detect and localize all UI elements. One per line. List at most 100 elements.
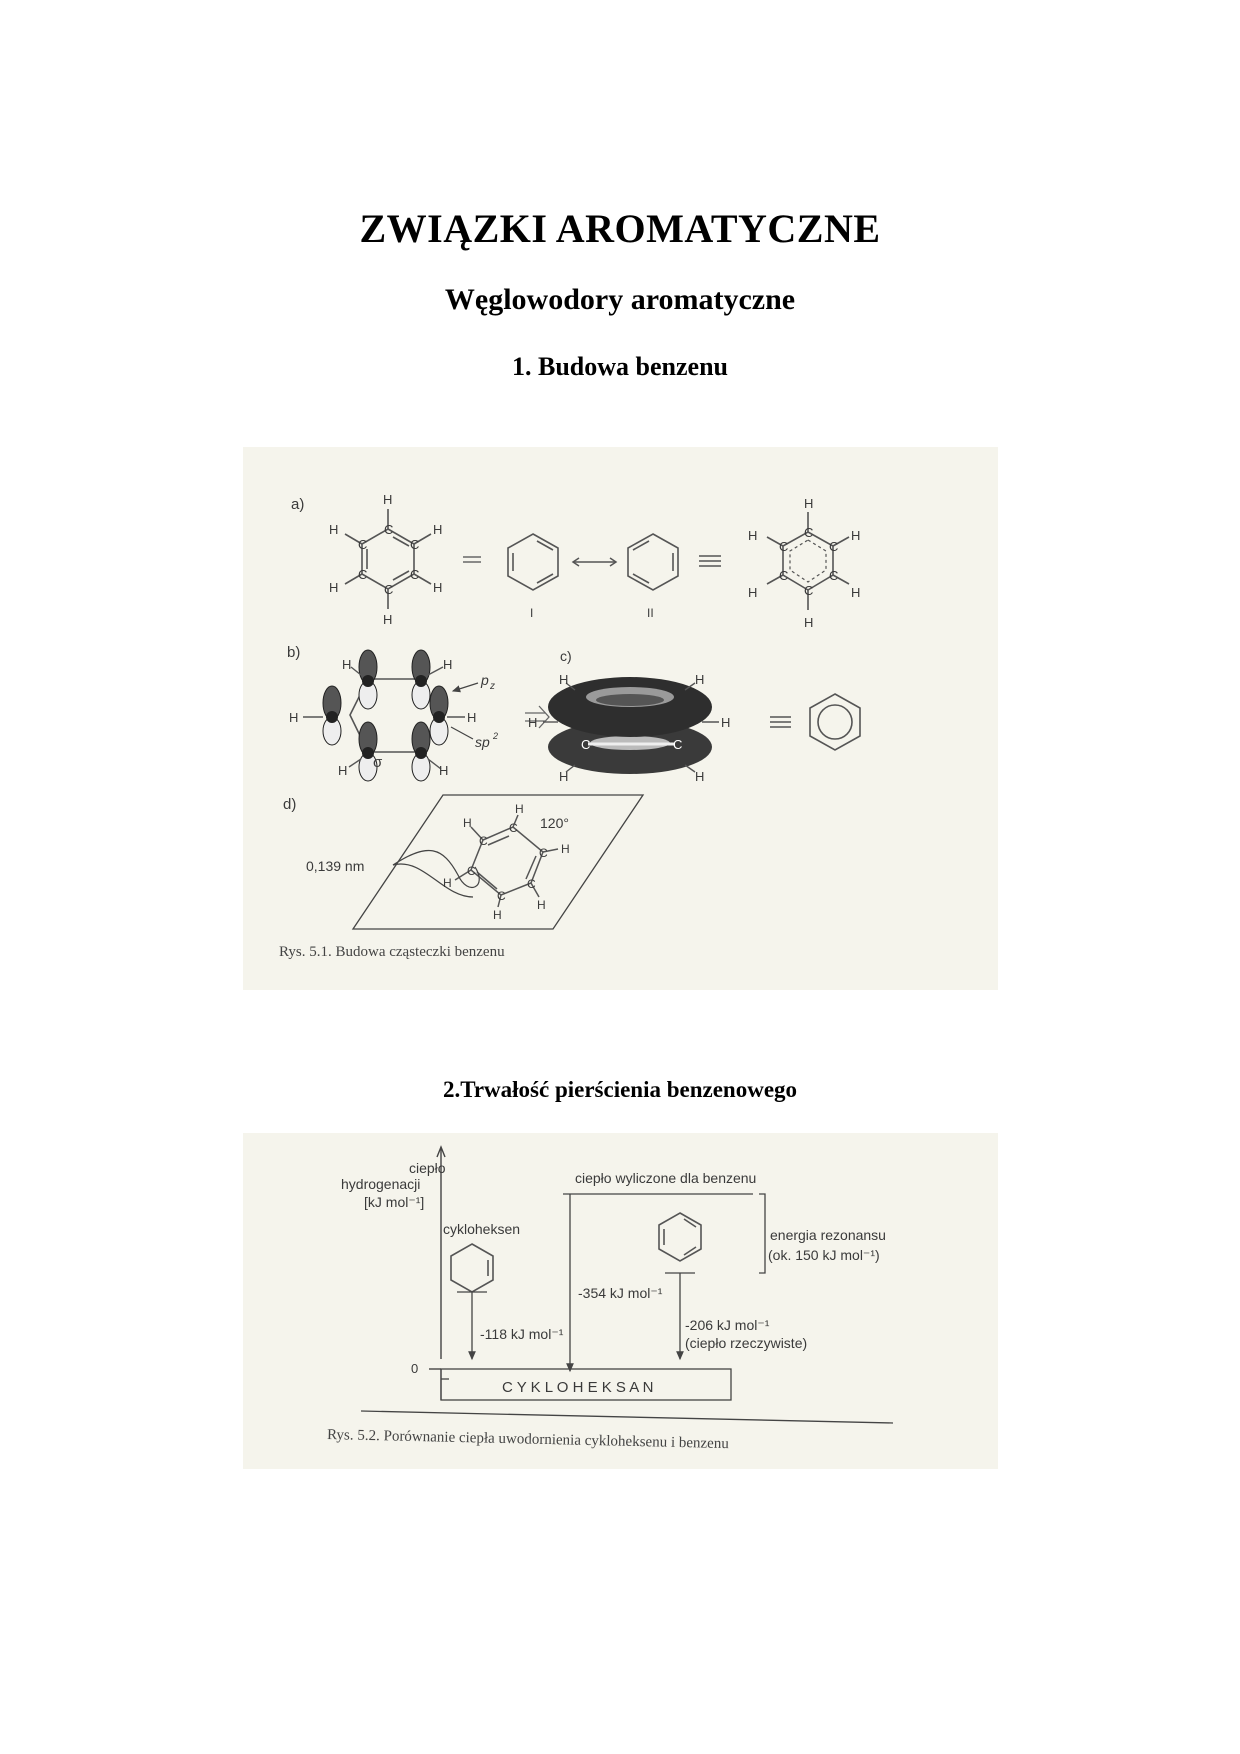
kekule-structure-i — [507, 533, 559, 591]
sp2-orbital-superscript: 2 — [492, 731, 498, 741]
y-axis-label-line1: ciepło — [409, 1160, 446, 1176]
atom-h: H — [433, 580, 442, 595]
page-subtitle: Węglowodory aromatyczne — [444, 283, 796, 316]
calculated-heat-label: ciepło wyliczone dla benzenu — [575, 1170, 756, 1186]
atom-c: C — [410, 567, 419, 582]
calculated-benzene-value: -354 kJ mol⁻¹ — [578, 1285, 663, 1301]
atom-c: C — [539, 846, 548, 860]
atom-h: H — [748, 528, 757, 543]
atom-h: H — [493, 908, 502, 922]
atom-h: H — [443, 876, 452, 890]
panel-b-label: b) — [287, 644, 300, 661]
pi-electron-cloud: H H H H H H C C — [528, 672, 730, 784]
identical-sign — [699, 555, 721, 567]
cyclohexene-structure — [450, 1243, 494, 1293]
equals-sign — [463, 556, 481, 563]
section-heading-1: 1. Budowa benzenu — [512, 352, 728, 381]
figure-caption: Rys. 5.1. Budowa cząsteczki benzenu — [279, 944, 505, 960]
pz-orbital-subscript: z — [489, 681, 495, 692]
resonance-arrow — [571, 557, 618, 567]
panel-d-label: d) — [283, 796, 296, 813]
kekule-structure-with-atoms — [344, 509, 432, 609]
atom-c: C — [673, 737, 682, 752]
bond-length-label: 0,139 nm — [306, 858, 364, 874]
atom-c: C — [358, 537, 367, 552]
sigma-bond-label: σ — [373, 754, 383, 771]
atom-h: H — [338, 763, 347, 778]
benzene-structure — [658, 1212, 702, 1262]
figure-hydrogenation-energy-drawing: ciepło hydrogenacji [kJ mol⁻¹] 0 ciepło … — [327, 1145, 894, 1452]
y-axis-label-line3: [kJ mol⁻¹] — [364, 1194, 424, 1210]
atom-h: H — [695, 769, 704, 784]
atom-h: H — [329, 580, 338, 595]
benzene-actual-value: -206 kJ mol⁻¹ — [685, 1317, 770, 1333]
figure-benzene-structure-drawing: a) C C C C C C H H H H H H I — [279, 492, 861, 960]
atom-h: H — [515, 802, 524, 816]
atom-c: C — [527, 877, 536, 891]
atom-c: C — [804, 583, 813, 598]
atom-h: H — [443, 657, 452, 672]
atom-h: H — [383, 612, 392, 627]
sp2-orbital-label: sp — [475, 734, 490, 750]
atom-h: H — [439, 763, 448, 778]
atom-c: C — [581, 737, 590, 752]
atom-h: H — [851, 585, 860, 600]
atom-h: H — [289, 710, 298, 725]
atom-h: H — [342, 657, 351, 672]
atom-h: H — [851, 528, 860, 543]
atom-h: H — [463, 816, 472, 830]
cyclohexene-label: cykloheksen — [443, 1221, 520, 1237]
resonance-energy-label: energia rezonansu — [770, 1227, 886, 1243]
structure-i-label: I — [530, 606, 533, 620]
atom-c: C — [804, 525, 813, 540]
benzene-circle-structure — [809, 693, 861, 751]
atom-c: C — [467, 864, 476, 878]
atom-c: C — [829, 568, 838, 583]
figure-benzene-structure: a) C C C C C C H H H H H H I — [243, 447, 998, 990]
caption-rule — [360, 1410, 894, 1424]
atom-h: H — [433, 522, 442, 537]
identical-sign — [770, 716, 791, 728]
atom-c: C — [384, 522, 393, 537]
atom-c: C — [358, 567, 367, 582]
planar-benzene-geometry: 0,139 nm 120° C C C C C C H H H H H H — [306, 794, 645, 930]
figure-caption: Rys. 5.2. Porównanie ciepła uwodornienia… — [327, 1427, 730, 1452]
section-heading-2: 2.Trwałość pierścienia benzenowego — [442, 1077, 798, 1102]
panel-a-label: a) — [291, 496, 304, 513]
atom-c: C — [410, 537, 419, 552]
atom-c: C — [779, 568, 788, 583]
atom-h: H — [329, 522, 338, 537]
cyclohexene-value: -118 kJ mol⁻¹ — [480, 1326, 564, 1342]
atom-h: H — [559, 672, 568, 687]
p-orbital-model: H H H H H H σ p z sp 2 — [289, 649, 498, 782]
atom-h: H — [537, 898, 546, 912]
zero-label: 0 — [411, 1361, 418, 1376]
atom-c: C — [829, 539, 838, 554]
atom-h: H — [383, 492, 392, 507]
cyclohexane-label: C Y K L O H E K S A N — [502, 1379, 653, 1396]
atom-h: H — [561, 842, 570, 856]
atom-h: H — [695, 672, 704, 687]
resonance-bracket — [759, 1193, 766, 1274]
atom-c: C — [497, 889, 506, 903]
atom-c: C — [779, 539, 788, 554]
y-axis-label-line2: hydrogenacji — [341, 1176, 420, 1192]
atom-h: H — [748, 585, 757, 600]
atom-h: H — [721, 715, 730, 730]
benzene-actual-note: (ciepło rzeczywiste) — [685, 1335, 807, 1351]
pz-orbital-label: p — [480, 672, 489, 688]
figure-hydrogenation-energy: ciepło hydrogenacji [kJ mol⁻¹] 0 ciepło … — [243, 1133, 998, 1469]
atom-h: H — [467, 710, 476, 725]
atom-c: C — [384, 582, 393, 597]
implies-arrow — [525, 705, 550, 729]
page-title: ZWIĄZKI AROMATYCZNE — [359, 206, 881, 251]
structure-ii-label: II — [647, 606, 654, 620]
atom-h: H — [804, 496, 813, 511]
atom-h: H — [559, 769, 568, 784]
delocalized-structure-with-atoms — [766, 512, 850, 610]
resonance-energy-value: (ok. 150 kJ mol⁻¹) — [768, 1247, 880, 1263]
kekule-structure-ii — [627, 533, 679, 591]
atom-h: H — [528, 715, 537, 730]
atom-h: H — [804, 615, 813, 630]
atom-c: C — [509, 821, 518, 835]
